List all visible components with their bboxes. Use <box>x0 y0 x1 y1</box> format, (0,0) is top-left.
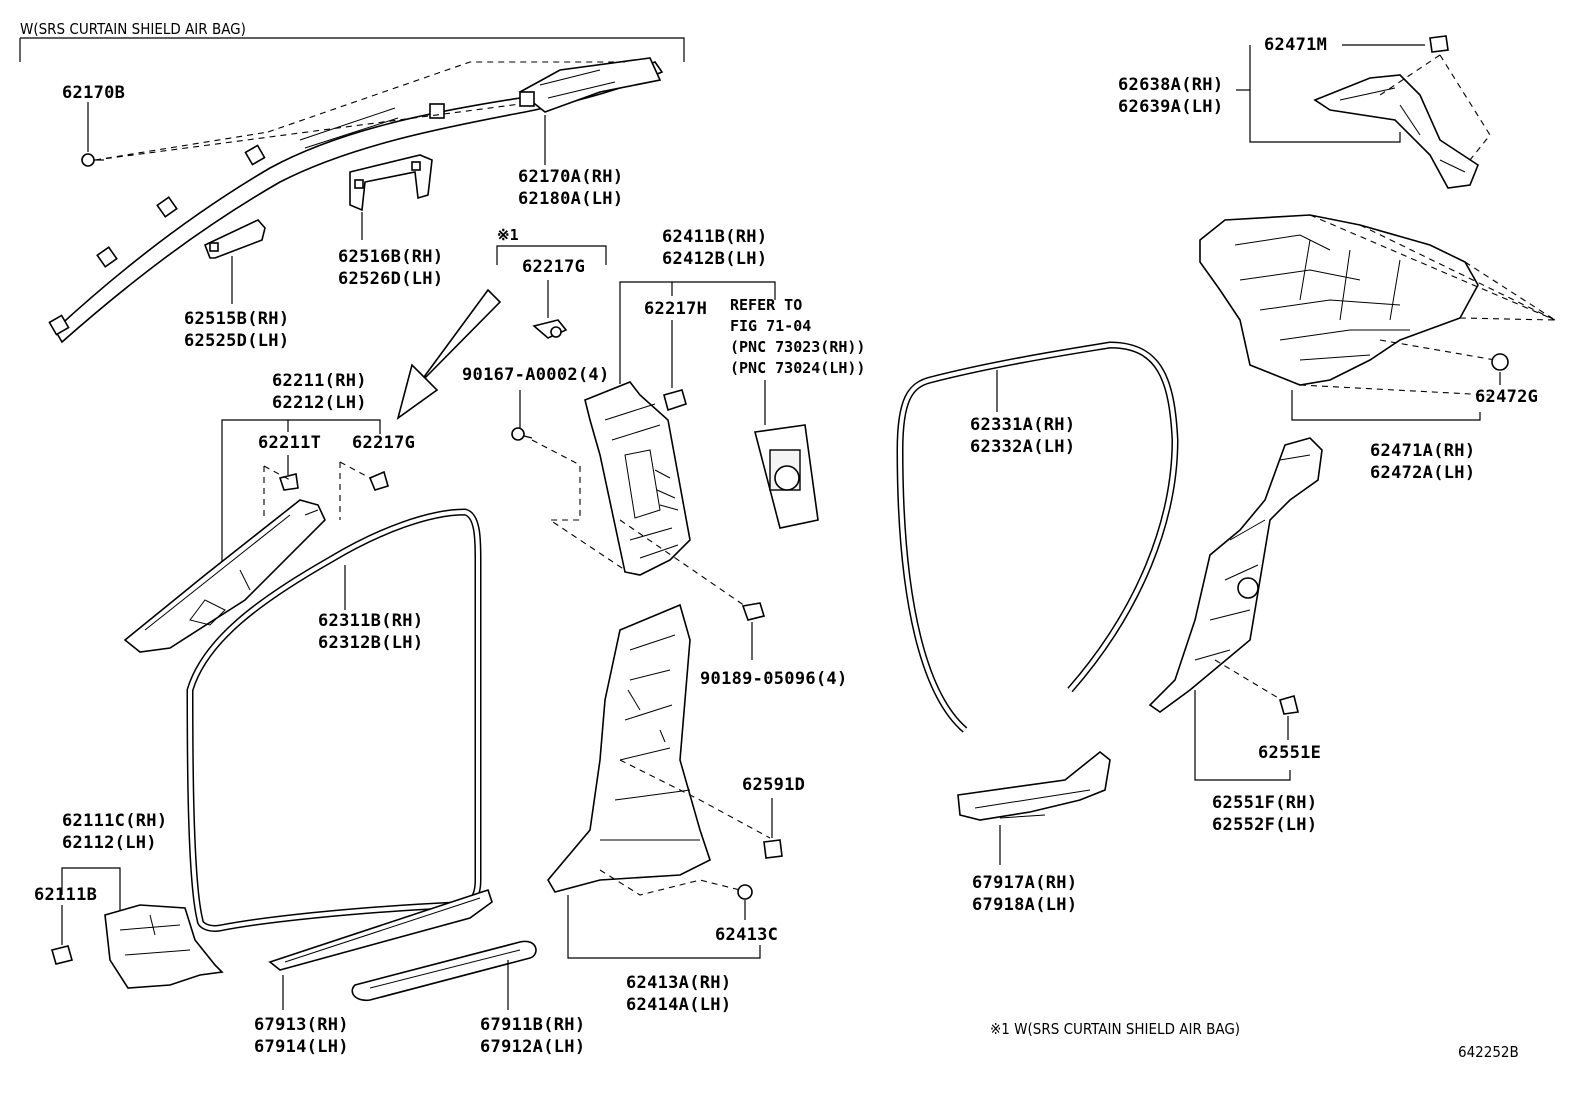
clip-62217G-icon[interactable] <box>532 319 568 339</box>
label-62551E: 62551E <box>1258 743 1321 763</box>
label-62515B: 62515B(RH) <box>184 309 289 329</box>
clip-62551E-icon[interactable] <box>1279 695 1299 715</box>
clip-62217H-icon[interactable] <box>663 389 687 412</box>
refer-line-3: (PNC 73023(RH)) <box>730 338 865 356</box>
upper-pillar-garnish-62411B[interactable] <box>584 381 691 576</box>
clip-62413C-icon[interactable] <box>737 884 753 900</box>
front-pillar-garnish-62211[interactable] <box>123 499 326 653</box>
label-62413C: 62413C <box>715 925 778 945</box>
label-62552F: 62552F(LH) <box>1212 815 1317 835</box>
clip-62111B-icon[interactable] <box>51 945 73 965</box>
cowl-side-trim-62111C[interactable] <box>104 904 224 989</box>
label-62551F: 62551F(RH) <box>1212 793 1317 813</box>
label-62472G: 62472G <box>1475 387 1538 407</box>
curtain-airbag-assembly[interactable] <box>48 57 664 344</box>
label-62111B: 62111B <box>34 885 97 905</box>
clip-62211T-icon[interactable] <box>278 473 299 491</box>
label-62638A: 62638A(RH) <box>1118 75 1223 95</box>
label-62332A: 62332A(LH) <box>970 437 1075 457</box>
label-62413A: 62413A(RH) <box>626 973 731 993</box>
label-67911B: 67911B(RH) <box>480 1015 585 1035</box>
label-62111C: 62111C(RH) <box>62 811 167 831</box>
label-62526D: 62526D(LH) <box>338 269 443 289</box>
label-62472A: 62472A(LH) <box>1370 463 1475 483</box>
label-62217H: 62217H <box>644 299 707 319</box>
label-67912A: 67912A(LH) <box>480 1037 585 1057</box>
clip-62217G-front-icon[interactable] <box>368 470 389 491</box>
seatbelt-adjuster-icon[interactable] <box>753 424 819 529</box>
clip-90189-icon[interactable] <box>741 602 766 621</box>
label-62311B: 62311B(RH) <box>318 611 423 631</box>
scuff-plate-67911B[interactable] <box>351 940 537 1002</box>
label-90189: 90189-05096(4) <box>700 669 848 689</box>
bracket-62515B-icon[interactable] <box>203 219 266 259</box>
label-62414A: 62414A(LH) <box>626 995 731 1015</box>
clip-62591D-icon[interactable] <box>763 839 783 859</box>
label-62217G-front: 62217G <box>352 433 415 453</box>
label-62211T: 62211T <box>258 433 321 453</box>
label-62412B: 62412B(LH) <box>662 249 767 269</box>
airbag-leader-dashes <box>94 61 630 161</box>
label-67918A: 67918A(LH) <box>972 895 1077 915</box>
door-opening-seal-62311B[interactable] <box>186 508 482 932</box>
refer-line-4: (PNC 73024(LH)) <box>730 359 865 377</box>
footnote-text: ※1 W(SRS CURTAIN SHIELD AIR BAG) <box>990 1020 1240 1038</box>
label-62471A: 62471A(RH) <box>1370 441 1475 461</box>
label-62212: 62212(LH) <box>272 393 367 413</box>
airbag-group-title: W(SRS CURTAIN SHIELD AIR BAG) <box>20 20 246 38</box>
clip-62471M-icon[interactable] <box>1429 35 1449 53</box>
label-62411B: 62411B(RH) <box>662 227 767 247</box>
direction-arrow-icon <box>396 288 502 420</box>
airbag-group-bracket <box>19 37 685 62</box>
screw-90167-icon[interactable] <box>511 427 533 441</box>
label-62516B: 62516B(RH) <box>338 247 443 267</box>
label-62112: 62112(LH) <box>62 833 157 853</box>
package-tray-side-62638A[interactable] <box>1313 74 1479 189</box>
label-62211: 62211(RH) <box>272 371 367 391</box>
refer-line-2: FIG 71-04 <box>730 317 811 335</box>
label-90167: 90167-A0002(4) <box>462 365 610 385</box>
label-62591D: 62591D <box>742 775 805 795</box>
clip-62472G-icon[interactable] <box>1491 353 1509 371</box>
bolt-62170B-icon[interactable] <box>81 153 104 167</box>
label-67913: 67913(RH) <box>254 1015 349 1035</box>
label-62217G-top: 62217G <box>522 257 585 277</box>
quarter-trim-lower-62551F[interactable] <box>1148 437 1323 713</box>
label-62170A: 62170A(RH) <box>518 167 623 187</box>
lower-pillar-garnish-62413A[interactable] <box>547 603 711 893</box>
label-62312B: 62312B(LH) <box>318 633 423 653</box>
label-62639A: 62639A(LH) <box>1118 97 1223 117</box>
bracket-62516B-icon[interactable] <box>349 154 433 212</box>
refer-line-1: REFER TO <box>730 296 802 314</box>
label-62471M: 62471M <box>1264 35 1327 55</box>
label-67914: 67914(LH) <box>254 1037 349 1057</box>
label-62180A: 62180A(LH) <box>518 189 623 209</box>
rear-door-opening-seal-62331A[interactable] <box>896 341 1179 733</box>
rear-scuff-plate-67917A[interactable] <box>957 750 1111 821</box>
label-62170B: 62170B <box>62 83 125 103</box>
quarter-trim-upper-62471A[interactable] <box>1199 214 1479 386</box>
figure-number: 642252B <box>1458 1043 1519 1061</box>
label-62525D: 62525D(LH) <box>184 331 289 351</box>
footnote-marker: ※1 <box>497 226 519 244</box>
scuff-plate-67913[interactable] <box>268 888 493 971</box>
label-67917A: 67917A(RH) <box>972 873 1077 893</box>
label-62331A: 62331A(RH) <box>970 415 1075 435</box>
